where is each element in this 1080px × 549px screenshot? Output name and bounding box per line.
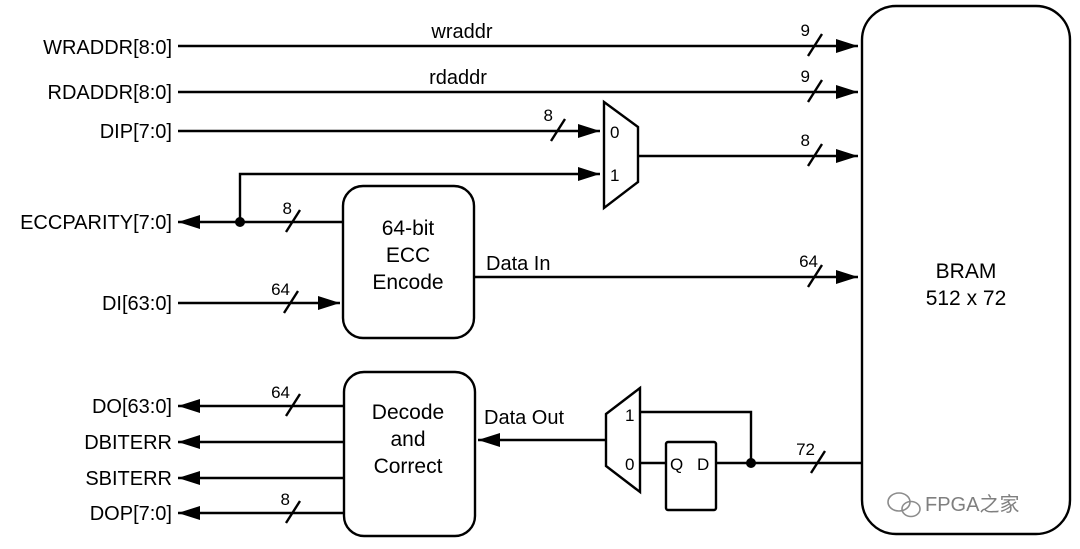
dip-port-label: DIP[7:0] — [100, 121, 172, 143]
wraddr-width-label: 9 — [801, 21, 810, 40]
output-register-shape — [664, 440, 718, 512]
eccparity-port-label: ECCPARITY[7:0] — [20, 212, 172, 234]
eccparity-feedback-wire — [238, 167, 600, 222]
dbiterr-port-label: DBITERR — [84, 432, 172, 454]
encoder-label-line-1: 64-bit — [382, 217, 435, 240]
dop-port-label: DOP[7:0] — [90, 503, 172, 525]
register-q-label: Q — [670, 455, 683, 474]
rdaddr-port-label: RDADDR[8:0] — [48, 82, 172, 104]
wraddr-bus-slash — [806, 33, 824, 57]
bram-size-label: 512 x 72 — [926, 287, 1007, 310]
dip-path: DIP[7:0] 8 — [100, 106, 600, 143]
decoder-label-line-1: Decode — [372, 401, 444, 424]
watermark-text: FPGA之家 — [925, 493, 1019, 516]
data-in-bus-slash — [806, 264, 824, 288]
dip-bus-slash — [549, 118, 567, 142]
decoder-label-line-2: and — [390, 428, 425, 451]
rdaddr-width-label: 9 — [801, 67, 810, 86]
output-mux-input-0-label: 0 — [625, 455, 634, 474]
bram-output-width-label: 72 — [796, 440, 815, 459]
parity-mux-input-1-label: 1 — [610, 166, 619, 185]
dip-width-label: 8 — [544, 106, 553, 125]
parity-mux-width-label: 8 — [801, 131, 810, 150]
di-width-label: 64 — [271, 280, 290, 299]
decoder-label-line-3: Correct — [374, 455, 443, 478]
encoder-label-line-2: ECC — [386, 244, 430, 267]
rdaddr-bus-slash — [806, 79, 824, 103]
eccparity-path: ECCPARITY[7:0] 8 — [20, 167, 600, 234]
parity-mux-bus-slash — [806, 143, 824, 167]
rdaddr-path: RDADDR[8:0] rdaddr 9 — [48, 67, 858, 104]
sbiterr-port-label: SBITERR — [85, 468, 172, 490]
bram-output-bus-slash — [809, 450, 827, 474]
ecc-encoder-block: 64-bit ECC Encode — [341, 184, 476, 340]
output-mux-input-1-label: 1 — [625, 406, 634, 425]
wechat-icon — [887, 492, 921, 518]
eccparity-bus-slash — [284, 209, 302, 233]
register-bypass-wire — [640, 410, 753, 463]
wraddr-signal-label: wraddr — [430, 21, 492, 43]
encoder-label-line-3: Encode — [372, 271, 443, 294]
wechat-watermark: FPGA之家 — [887, 492, 1019, 518]
data-in-signal-label: Data In — [486, 253, 550, 275]
data-in-width-label: 64 — [799, 252, 818, 271]
data-out-signal-label: Data Out — [484, 407, 564, 429]
output-register: Q D — [640, 440, 718, 512]
parity-mux-shape — [602, 99, 640, 211]
di-bus-slash — [282, 290, 300, 314]
bram-block: BRAM 512 x 72 — [860, 4, 1072, 536]
eccparity-width-label: 8 — [283, 199, 292, 218]
ecc-decoder-block: Decode and Correct — [342, 370, 477, 538]
data-in-path: Data In 64 — [474, 252, 858, 288]
di-port-label: DI[63:0] — [102, 293, 172, 315]
output-mux: 1 0 Data Out — [478, 385, 642, 495]
wraddr-path: WRADDR[8:0] wraddr 9 — [43, 21, 858, 59]
bram-output-path: 72 — [640, 410, 862, 474]
do-width-label: 64 — [271, 383, 290, 402]
do-port-label: DO[63:0] — [92, 396, 172, 418]
dop-width-label: 8 — [281, 490, 290, 509]
parity-mux-input-0-label: 0 — [610, 123, 619, 142]
register-d-label: D — [697, 455, 709, 474]
decoder-outputs: DO[63:0] 64 DBITERR SBITERR DOP[7:0] 8 — [84, 383, 344, 525]
parity-mux: 0 1 8 — [602, 99, 858, 211]
di-path: DI[63:0] 64 — [102, 280, 340, 315]
output-mux-shape — [604, 385, 642, 495]
rdaddr-signal-label: rdaddr — [429, 67, 487, 89]
bram-label: BRAM — [936, 260, 997, 283]
dop-bus-slash — [284, 500, 302, 524]
wraddr-port-label: WRADDR[8:0] — [43, 37, 172, 59]
do-bus-slash — [284, 393, 302, 417]
